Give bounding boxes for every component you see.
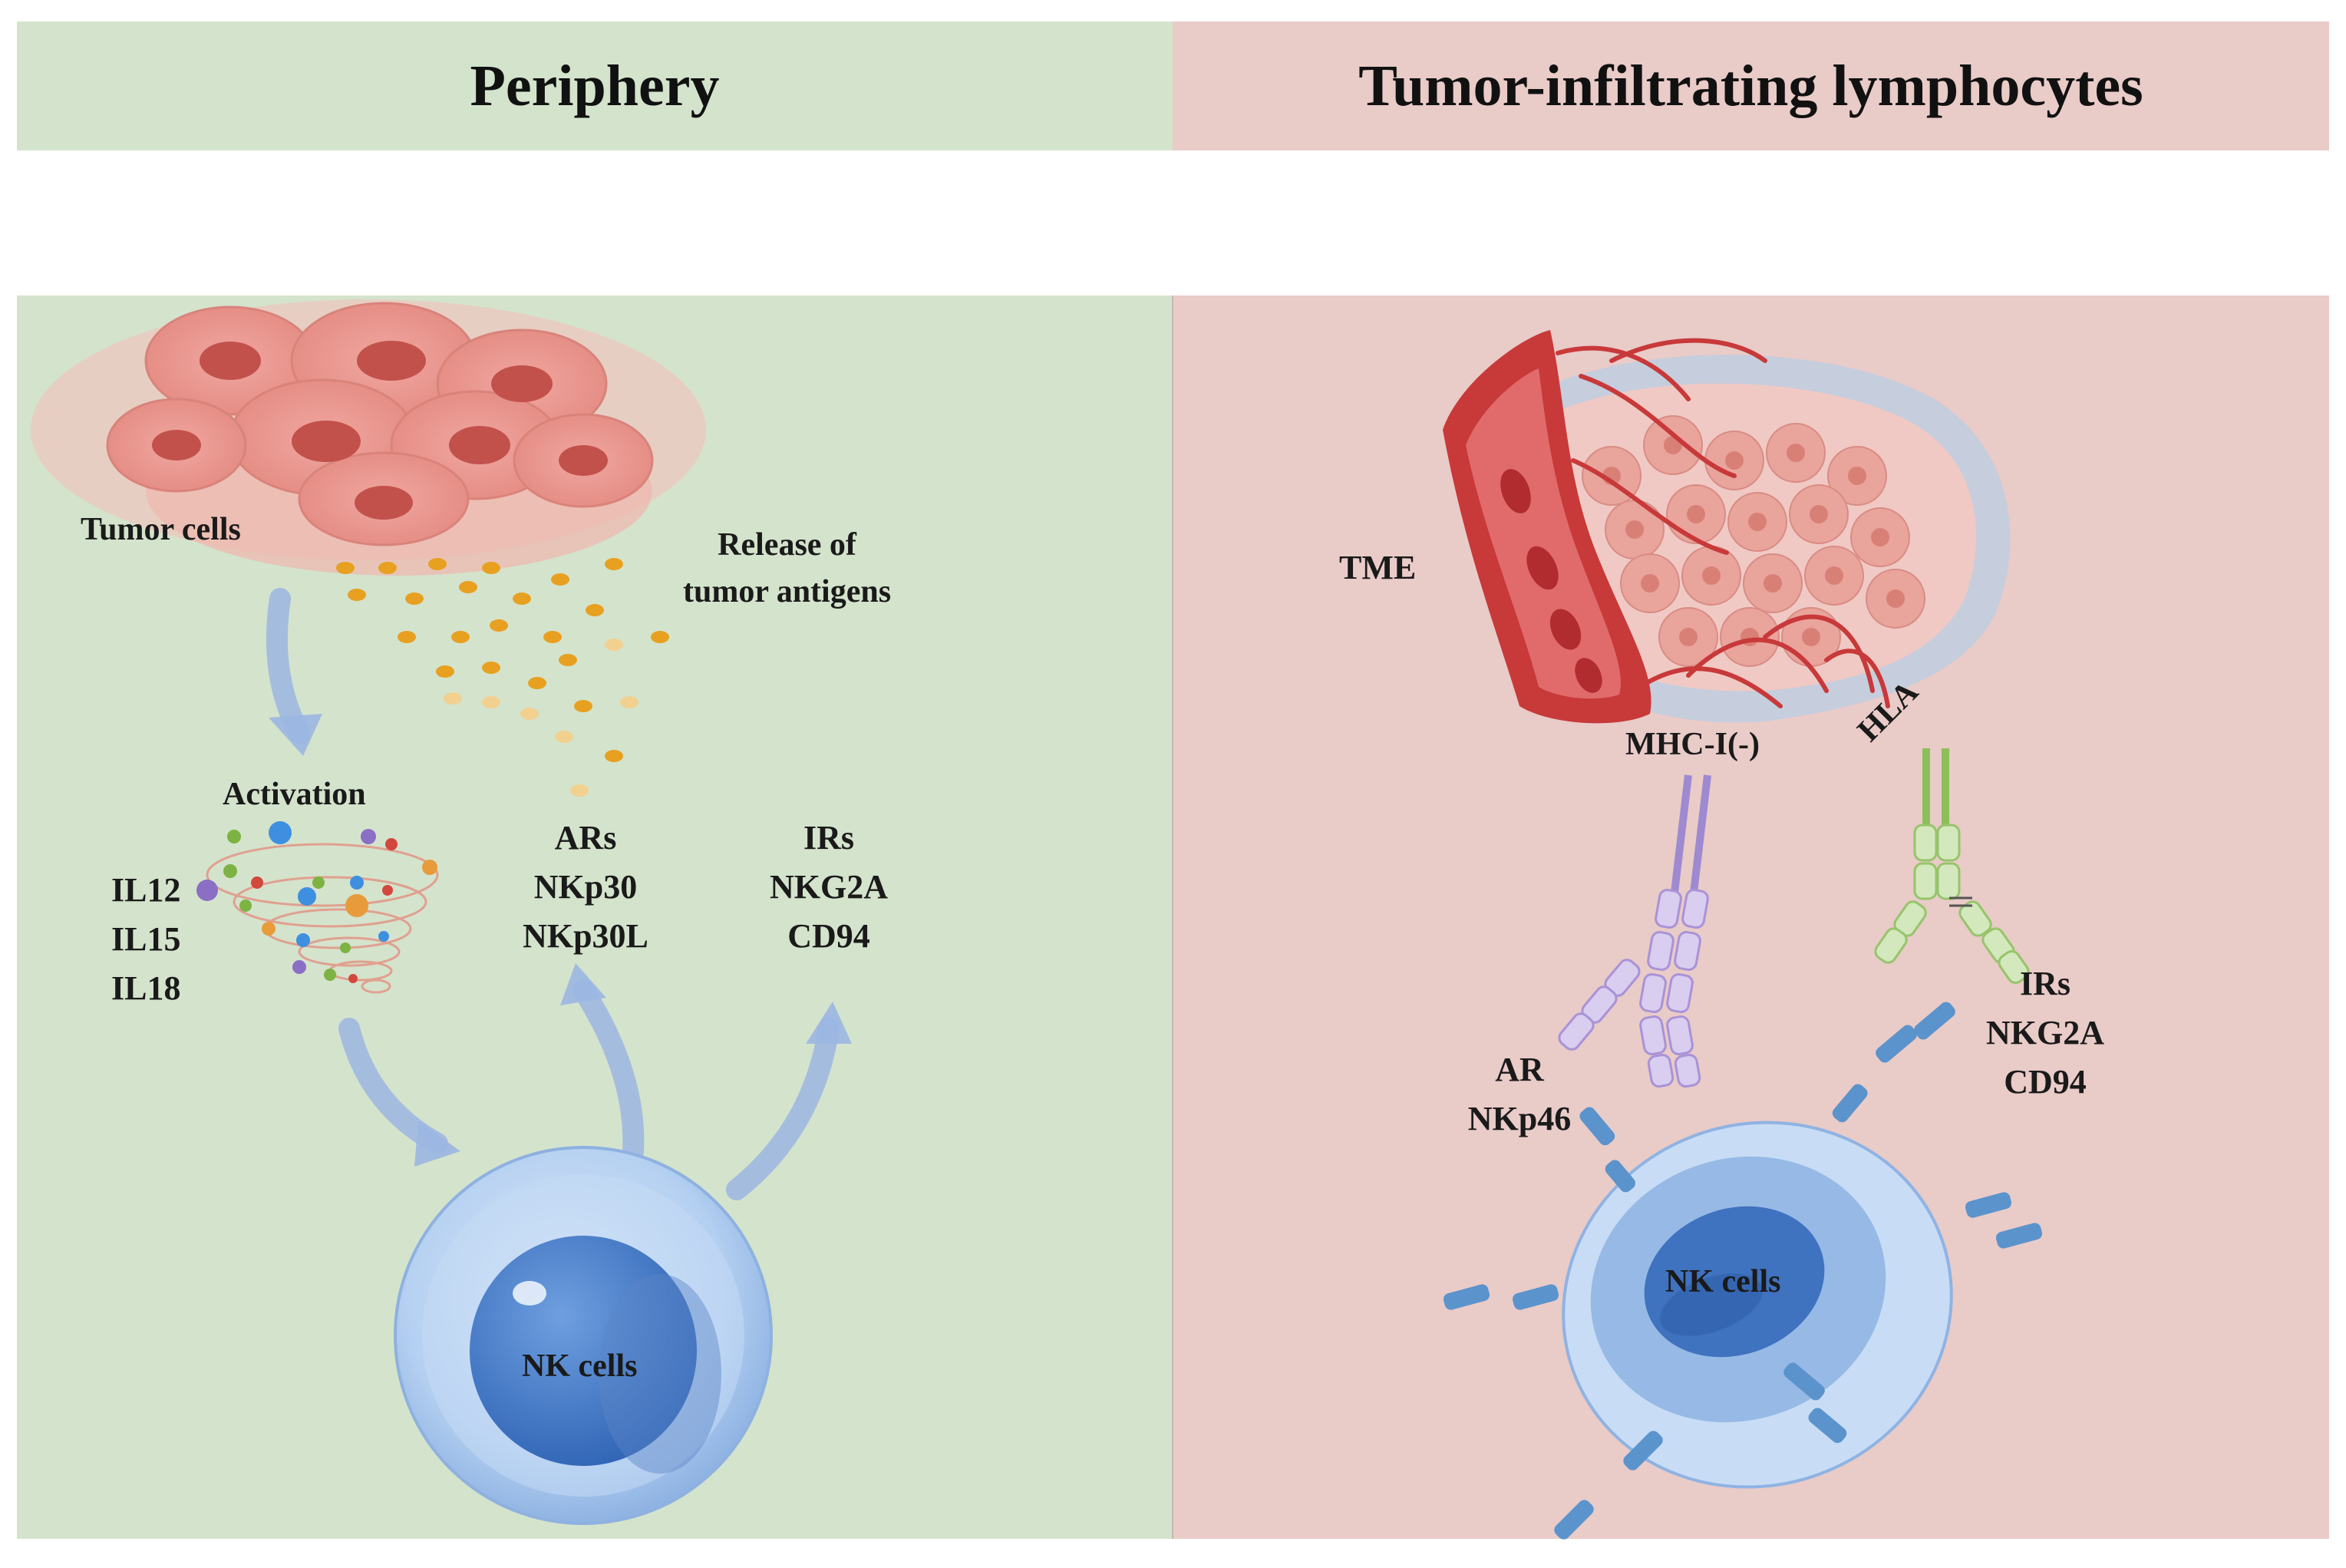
irs-right-label: IRs [2019,965,2071,1002]
header-til: Tumor-infiltrating lymphocytes [1173,21,2329,150]
release-line-1: Release of [718,527,856,563]
tumor-antigens [336,558,669,797]
inhibitory-receptors-left: IRs NKG2A CD94 [760,814,898,960]
nk-cell-right [1562,1121,1953,1489]
tumor-cell-cluster [31,299,706,576]
nkp46-label: NKp46 [1467,1099,1572,1137]
arrowheads [269,714,852,1167]
nk-cells-label-right: NK cells [1665,1264,1781,1299]
nkp30-label: NKp30 [533,867,638,906]
nkg2a-right-label: NKG2A [1986,1013,2104,1051]
mhc-molecule [1558,774,1711,1088]
ars-label: ARs [554,819,617,857]
header-til-title: Tumor-infiltrating lymphocytes [1358,53,2143,118]
activating-receptors-left: ARs NKp30 NKp30L [513,814,658,960]
tme-label: TME [1339,549,1417,586]
cd94-label: CD94 [787,916,870,955]
nkg2a-label: NKG2A [770,867,888,906]
ar-label: AR [1495,1051,1544,1088]
cd94-right-label: CD94 [2004,1062,2087,1101]
nk-cell-left [394,1146,773,1525]
il12-label: IL12 [111,871,181,909]
nkp30l-label: NKp30L [523,916,648,955]
tumor-microenvironment [1510,355,2011,723]
activating-receptor-right: AR NKp46 [1462,1045,1577,1144]
release-antigens-label: Release of tumor antigens [683,522,891,616]
blood-vessel [1443,330,1890,724]
header-periphery-title: Periphery [470,53,720,118]
tumor-cells-label: Tumor cells [81,512,241,547]
inhibitory-receptors-right: IRs NKG2A CD94 [1976,959,2114,1106]
nk-cells-label-left: NK cells [522,1348,638,1384]
il15-label: IL15 [111,919,181,958]
il18-label: IL18 [111,969,181,1007]
mhc-label: MHC-I(-) [1625,727,1760,762]
interleukin-list: IL12 IL15 IL18 [111,866,180,1012]
cytokine-dots [196,821,437,983]
irs-label: IRs [803,819,855,857]
cytokine-spiral [206,843,439,994]
activation-label: Activation [223,777,366,812]
header-periphery: Periphery [17,21,1173,150]
nk-receptors-right [1443,1002,2043,1540]
hla-molecule [1874,748,2030,984]
release-line-2: tumor antigens [683,573,892,609]
